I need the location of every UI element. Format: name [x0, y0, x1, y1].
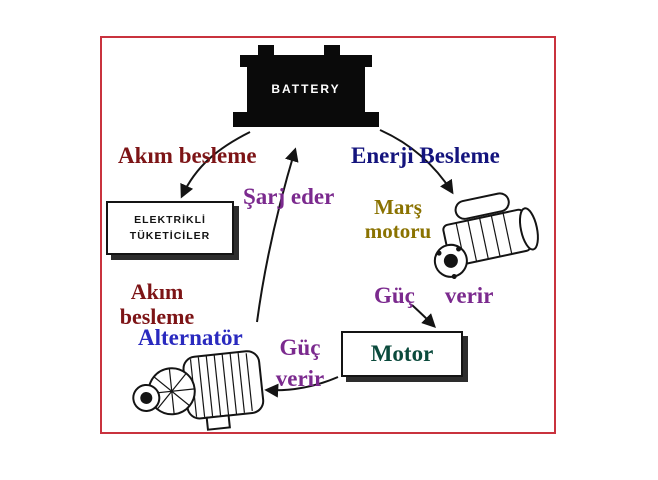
consumers-label-line2: TÜKETİCİLER	[129, 230, 211, 242]
gives-power-right-word2: verir	[444, 283, 494, 308]
label-current-feed-left: Akım besleme	[98, 279, 216, 329]
starter-label-line2: motoru	[364, 218, 432, 243]
battery-terminal-right	[324, 45, 340, 56]
motor-label: Motor	[370, 341, 434, 366]
gives-power-right-word1: Güç	[374, 283, 415, 308]
label-alternator: Alternatör	[138, 325, 243, 350]
battery-lid	[240, 55, 372, 67]
gives-power-bottom-line2: verir	[275, 366, 325, 392]
motor-box: Motor	[341, 331, 463, 377]
label-gives-power-right: Güç verir	[374, 283, 493, 309]
consumers-label-line1: ELEKTRİKLİ	[134, 213, 206, 226]
battery-body: BATTERY	[247, 66, 365, 112]
label-charges: Şarj eder	[243, 184, 335, 209]
starter-label-line1: Marş	[374, 195, 422, 219]
label-energy-feed: Enerji Besleme	[351, 143, 500, 168]
battery-label: BATTERY	[271, 82, 341, 96]
label-starter-motor: Marş motoru	[352, 195, 444, 243]
current-feed-left-line2: besleme	[119, 303, 195, 329]
gives-power-bottom-line1: Güç	[279, 335, 321, 360]
electrical-consumers-box: ELEKTRİKLİ TÜKETİCİLER	[106, 201, 234, 255]
battery-terminal-left	[258, 45, 274, 56]
current-feed-left-line1: Akım	[130, 279, 184, 304]
battery-base	[233, 112, 379, 127]
label-gives-power-bottom: Güç verir	[268, 332, 332, 394]
label-current-feed-top: Akım besleme	[118, 143, 257, 168]
